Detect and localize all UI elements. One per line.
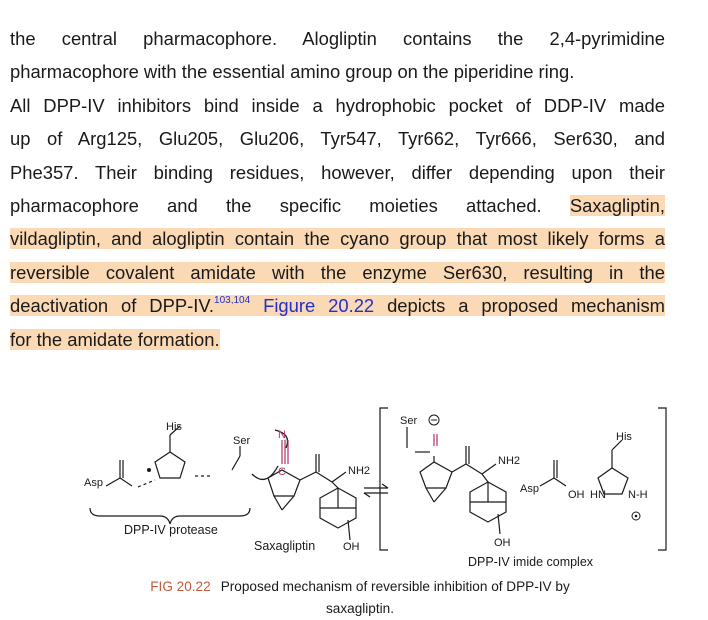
protease-label: DPP-IV protease <box>124 523 218 537</box>
figure-number: FIG 20.22 <box>150 579 211 594</box>
amine-label: HN <box>590 489 606 501</box>
ser-label: Ser <box>400 415 417 427</box>
highlighted-text: Saxagliptin, <box>569 194 665 216</box>
text-segment: deactivation of DPP-IV. <box>10 295 215 317</box>
hydroxyl-label: OH <box>568 489 585 501</box>
drug-label: Saxagliptin <box>254 539 315 553</box>
text-line: reversible covalent amidate with the enz… <box>10 256 665 289</box>
highlighted-text: deactivation of DPP-IV.103,104 Figure 20… <box>10 295 665 317</box>
his-label: His <box>616 431 632 443</box>
asp-label: Asp <box>84 477 103 489</box>
ser-label: Ser <box>233 435 250 447</box>
nitrile-c-label: C <box>278 466 286 478</box>
asp-label: Asp <box>520 483 539 495</box>
text-line: pharmacophore with the essential amino g… <box>10 61 575 83</box>
highlighted-text: reversible covalent amidate with the enz… <box>10 261 665 283</box>
amine-label: N-H <box>628 489 648 501</box>
text-line: Phe357. Their binding residues, however,… <box>10 161 665 183</box>
hydroxyl-label: OH <box>494 537 511 549</box>
text-segment: pharmacophore and the specific moieties … <box>10 194 542 216</box>
citation-link[interactable]: 103,104 <box>214 295 251 307</box>
text-line: deactivation of DPP-IV.103,104 Figure 20… <box>10 289 665 322</box>
complex-label: DPP-IV imide complex <box>468 555 594 569</box>
text-line: vildagliptin, and alogliptin contain the… <box>10 222 665 255</box>
nitrile-n-label: N <box>278 429 286 441</box>
highlighted-text: for the amidate formation. <box>10 328 220 350</box>
text-segment: depicts a proposed mechanism <box>387 295 665 317</box>
amine-label: NH2 <box>348 465 370 477</box>
body-text: the central pharmacophore. Alogliptin co… <box>10 22 665 356</box>
mechanism-diagram: His Ser Asp N C NH2 DPP-IV protease Saxa… <box>84 407 667 569</box>
caption-text: saxagliptin. <box>325 601 394 616</box>
text-line: All DPP-IV inhibitors bind inside a hydr… <box>10 94 665 116</box>
hydroxyl-label: OH <box>343 541 360 553</box>
his-label: His <box>166 421 182 433</box>
amine-label: NH2 <box>498 455 520 467</box>
mechanism-figure: His Ser Asp N C NH2 DPP-IV protease Saxa… <box>0 390 708 618</box>
figure-link[interactable]: Figure 20.22 <box>263 295 375 317</box>
text-line: pharmacophore and the specific moieties … <box>10 189 665 222</box>
text-line: up of Arg125, Glu205, Glu206, Tyr547, Ty… <box>10 128 665 150</box>
figure-caption: FIG 20.22 Proposed mechanism of reversibl… <box>100 576 620 620</box>
caption-text: Proposed mechanism of reversible inhibit… <box>220 579 570 594</box>
text-line: for the amidate formation. <box>10 323 665 356</box>
highlighted-text: vildagliptin, and alogliptin contain the… <box>10 228 665 250</box>
text-line: the central pharmacophore. Alogliptin co… <box>10 28 665 49</box>
